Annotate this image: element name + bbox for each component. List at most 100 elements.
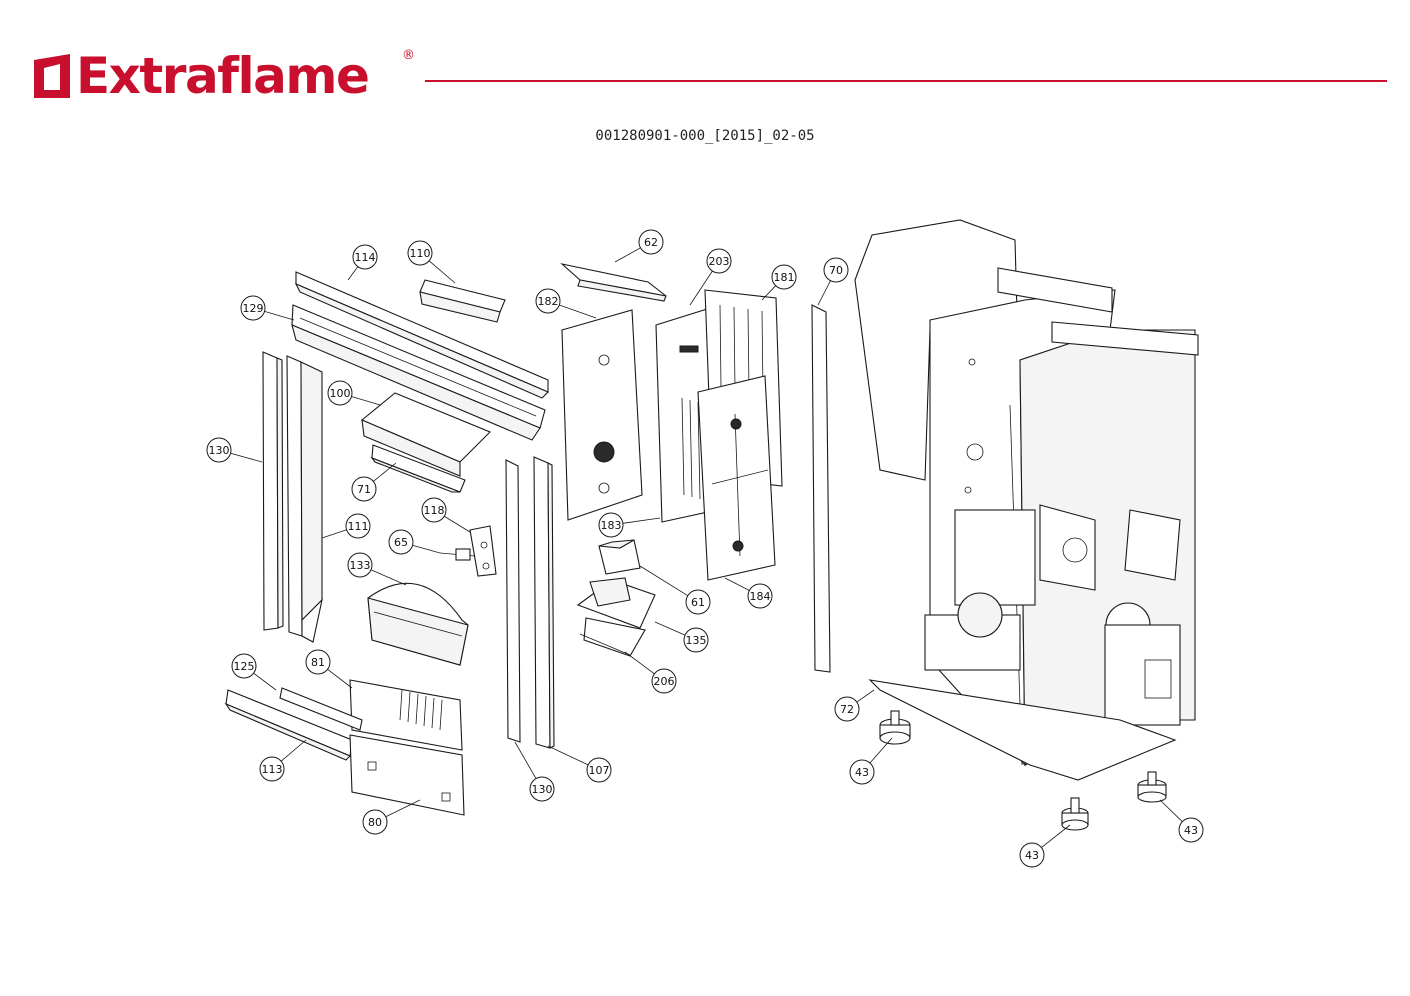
callout-65: 65	[388, 529, 441, 555]
callout-bubble	[535, 288, 561, 314]
callout-label: 72	[840, 703, 854, 716]
callout-label: 43	[1025, 849, 1039, 862]
callout-bubble	[706, 248, 732, 274]
part-65-pin	[439, 548, 476, 561]
callout-leader	[1041, 824, 1071, 848]
brand-name: Extraflame	[76, 47, 370, 105]
callout-label: 70	[829, 264, 843, 277]
part-43-foot-b	[1061, 797, 1089, 831]
part-72-base-plate	[868, 592, 1177, 781]
callout-label: 182	[538, 295, 559, 308]
part-80-front-base-panel	[349, 734, 465, 816]
callout-leader	[280, 739, 307, 762]
callout-bubble	[1019, 842, 1045, 868]
callout-100: 100	[327, 380, 381, 406]
callout-leader	[373, 462, 397, 482]
callout-203: 203	[689, 248, 732, 306]
callout-129: 129	[240, 295, 295, 321]
callout-leader	[444, 515, 471, 533]
callout-leader	[412, 544, 441, 554]
callout-leader	[559, 304, 597, 319]
header-rule	[425, 80, 1387, 82]
part-71-bracket	[370, 444, 466, 493]
callout-bubble	[231, 653, 257, 679]
callout-bubble	[388, 529, 414, 555]
callout-bubble	[529, 776, 555, 802]
part-43-foot-a	[879, 710, 911, 745]
callout-bubble	[834, 696, 860, 722]
callout-135: 135	[654, 621, 709, 653]
callout-label: 100	[330, 387, 351, 400]
callout-label: 181	[774, 271, 795, 284]
part-184-door-frame	[697, 375, 776, 581]
callout-111: 111	[321, 513, 371, 539]
callout-bubble	[259, 756, 285, 782]
callout-bubble	[638, 229, 664, 255]
flame-logo-icon	[34, 54, 70, 98]
callout-bubble	[685, 589, 711, 615]
part-113-base-rail	[224, 689, 353, 761]
callout-bubble	[651, 668, 677, 694]
callout-43: 43	[1019, 824, 1071, 868]
callout-label: 114	[355, 251, 376, 264]
callout-bubble	[849, 759, 875, 785]
callout-leader	[253, 672, 277, 691]
callout-leader	[370, 569, 407, 586]
callout-bubble	[747, 583, 773, 609]
callout-leader	[385, 799, 421, 818]
callout-label: 62	[644, 236, 658, 249]
registered-mark: ®	[402, 48, 415, 63]
callout-leader	[614, 247, 641, 263]
callout-label: 135	[686, 634, 707, 647]
callout-bubble	[362, 809, 388, 835]
callout-125: 125	[231, 653, 277, 691]
callout-label: 65	[394, 536, 408, 549]
callout-71: 71	[351, 462, 397, 502]
callout-leader	[817, 280, 831, 306]
part-70-vertical-strip	[811, 304, 831, 673]
part-111-side-panel	[286, 355, 323, 643]
callout-leader	[1159, 799, 1183, 822]
callout-label: 80	[368, 816, 382, 829]
callout-leader	[622, 517, 661, 524]
callout-bubble	[206, 437, 232, 463]
callout-label: 113	[262, 763, 283, 776]
document-code: 001280901-000_[2015]_02-05	[595, 128, 815, 144]
callout-label: 43	[1184, 824, 1198, 837]
callout-label: 110	[410, 247, 431, 260]
part-130-right-post	[505, 459, 521, 743]
part-110-deflector	[419, 279, 506, 323]
callout-bubble	[421, 497, 447, 523]
callout-107: 107	[547, 745, 612, 783]
callout-leader	[724, 577, 750, 591]
callout-label: 206	[654, 675, 675, 688]
callout-leader	[856, 689, 875, 703]
part-61-ash-cup	[598, 539, 641, 575]
callout-bubble	[345, 513, 371, 539]
callout-72: 72	[834, 689, 875, 722]
callout-label: 107	[589, 764, 610, 777]
callout-bubble	[598, 512, 624, 538]
callout-label: 71	[357, 483, 371, 496]
callout-bubble	[407, 240, 433, 266]
part-129-front-rail	[291, 304, 546, 441]
callout-bubble	[327, 380, 353, 406]
callout-bubble	[352, 244, 378, 270]
part-125-bottom-rail	[279, 687, 363, 731]
callout-184: 184	[724, 577, 773, 609]
callout-leader	[761, 285, 776, 301]
callout-leader	[689, 270, 713, 306]
callout-bubble	[305, 649, 331, 675]
callout-label: 118	[424, 504, 445, 517]
callout-label: 61	[691, 596, 705, 609]
stove-fan-motor	[954, 504, 1181, 726]
callout-leader	[624, 651, 655, 675]
part-130-left-post	[262, 351, 284, 631]
callout-62: 62	[614, 229, 664, 263]
part-135-burn-pot	[576, 577, 656, 629]
callout-bubble	[683, 627, 709, 653]
callout-label: 43	[855, 766, 869, 779]
part-182-back-plate	[561, 309, 643, 521]
callout-bubble	[351, 476, 377, 502]
